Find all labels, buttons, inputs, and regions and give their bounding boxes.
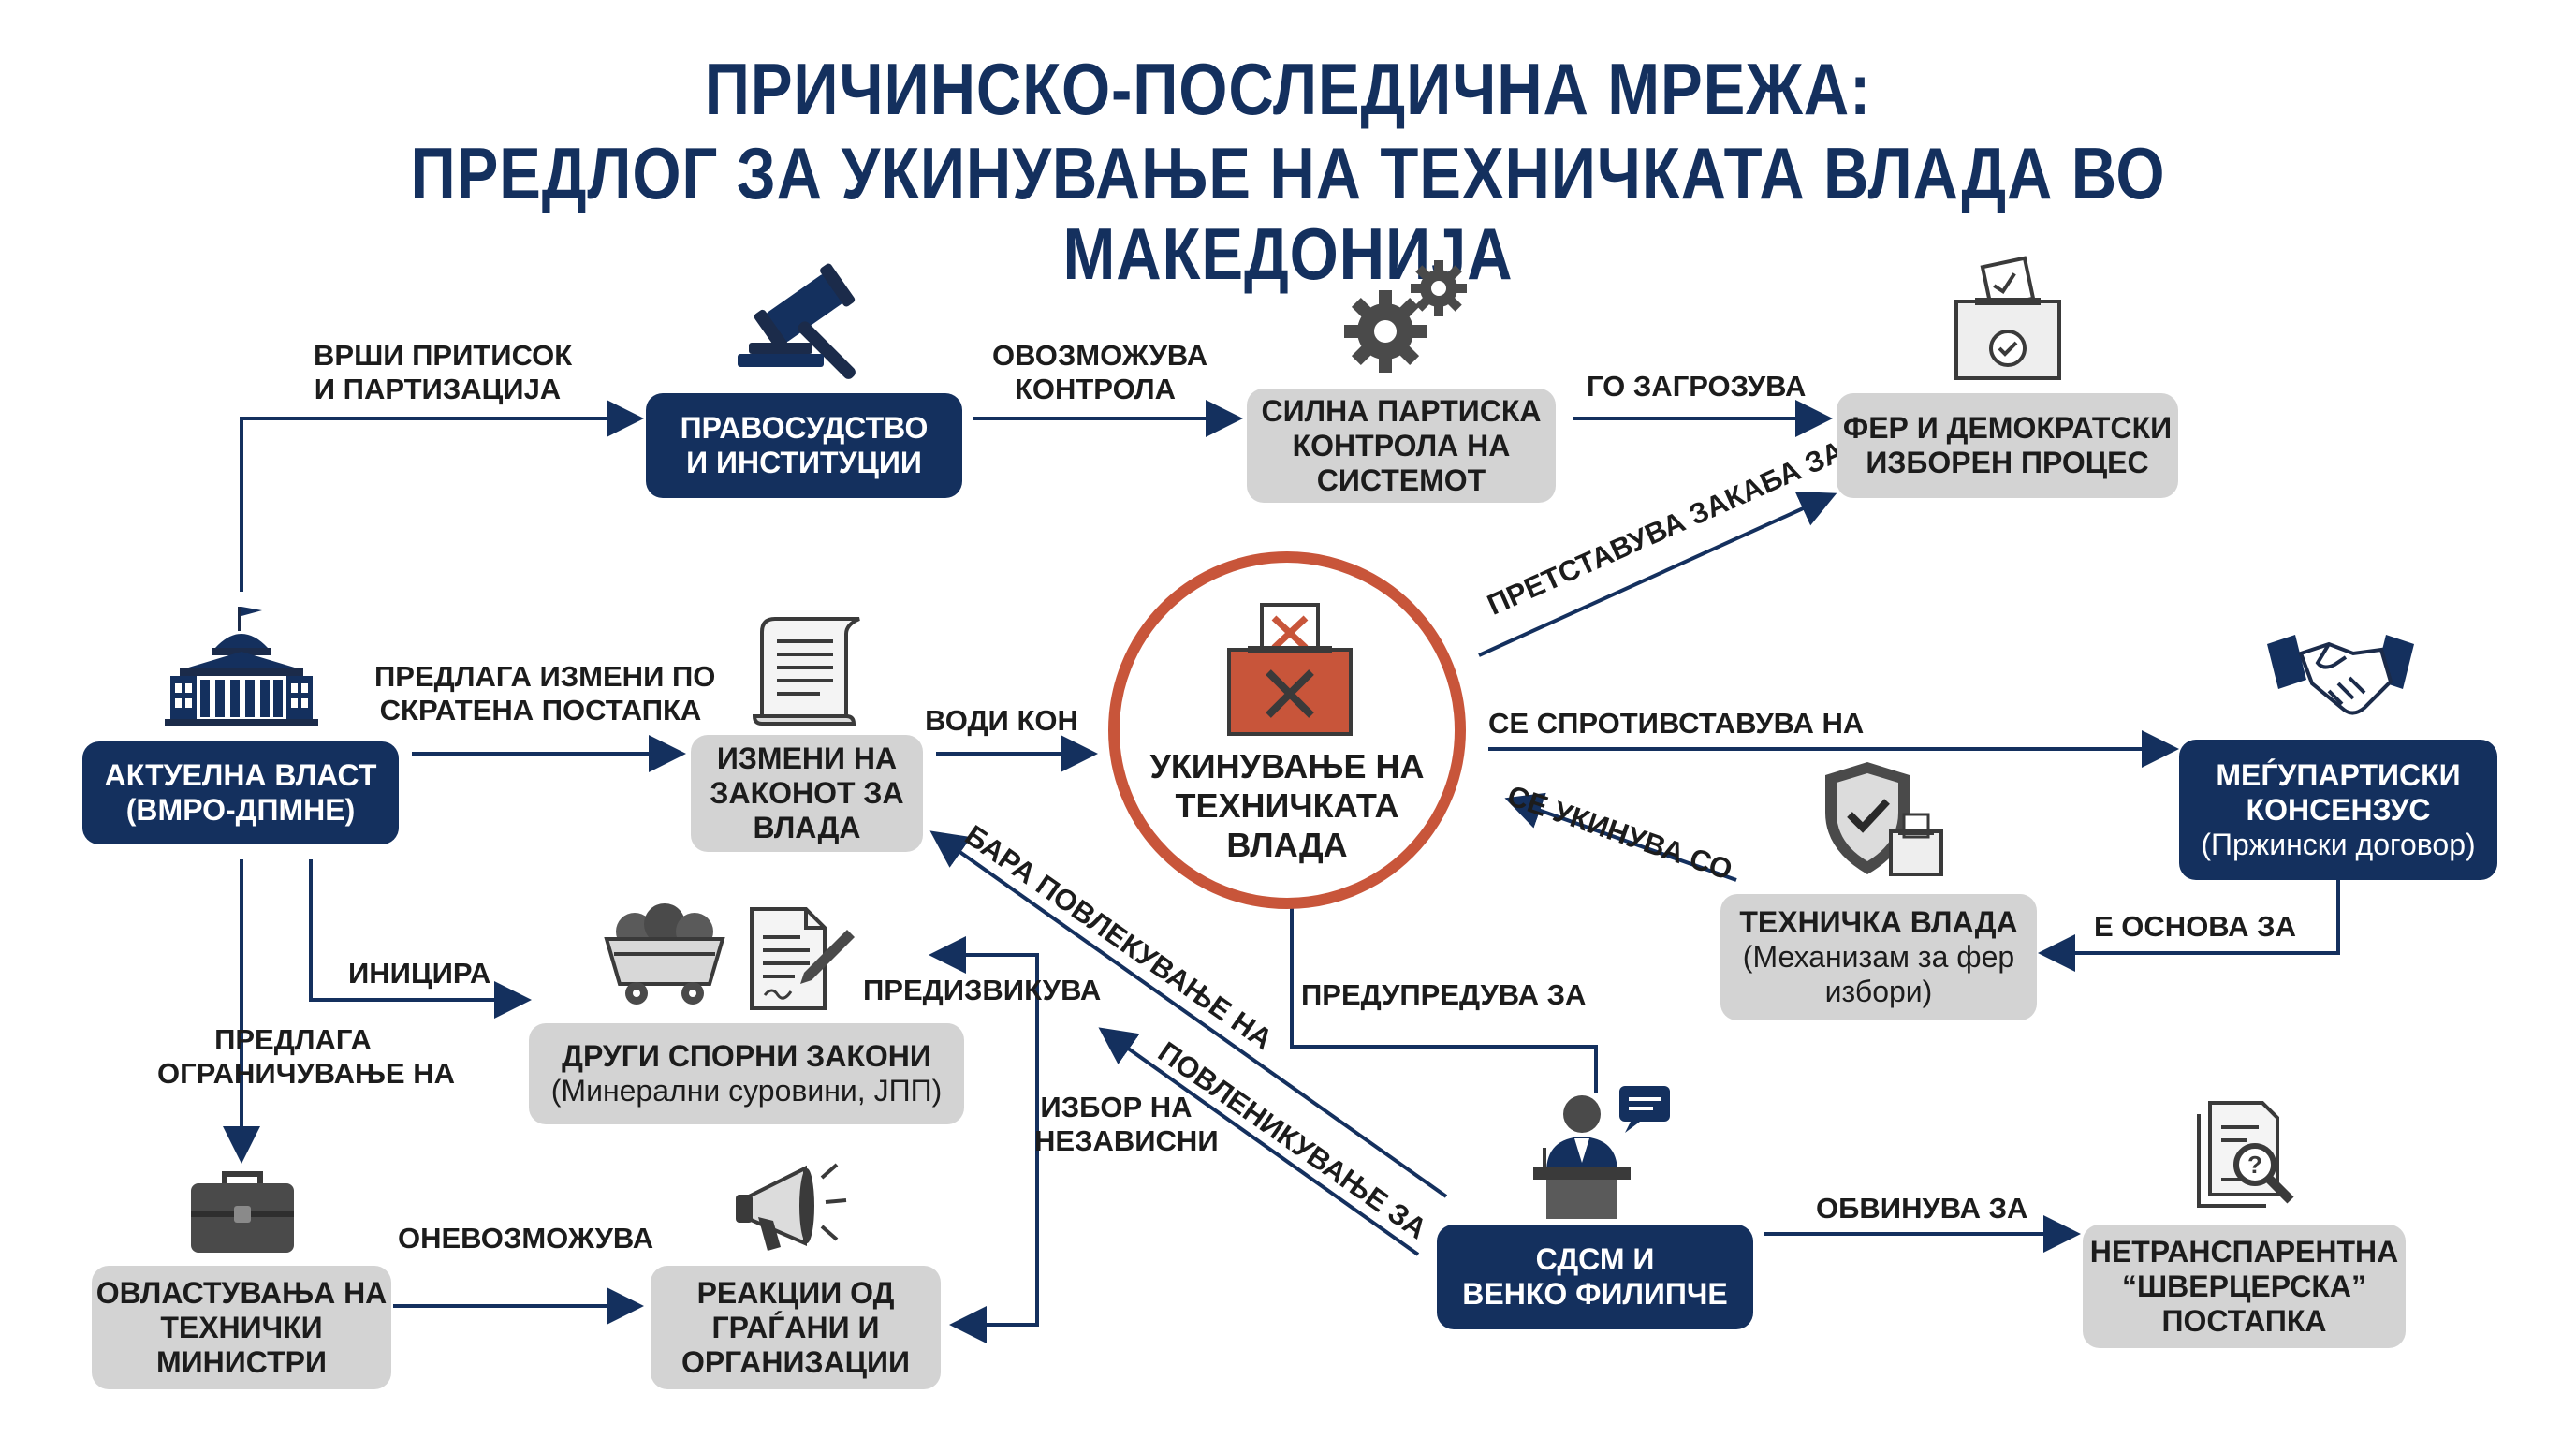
svg-text:?: ? xyxy=(2247,1151,2262,1179)
handshake-icon xyxy=(2267,635,2414,715)
edge-e-osnova-za xyxy=(2038,875,2340,972)
label-se-sprotivstavuva: СЕ СПРОТИВСТАВУВА НА xyxy=(1488,707,1865,740)
label-obvinuva-za: ОБВИНУВА ЗА xyxy=(1816,1192,2028,1225)
node-netransparentna-postapka[interactable]: НЕТРАНСПАРЕНТНА“ШВЕРЦЕРСКА”ПОСТАПКА xyxy=(2083,1225,2406,1348)
document-scroll-icon xyxy=(752,617,860,726)
speaker-podium-icon xyxy=(1533,1086,1670,1219)
edge-predupreduva xyxy=(1273,865,1598,1093)
label-e-osnova-za: Е ОСНОВА ЗА xyxy=(2094,910,2296,943)
megaphone-icon xyxy=(736,1163,847,1251)
label-onevozmozuva: ОНЕВОЗМОЖУВА xyxy=(398,1222,654,1255)
briefcase-icon xyxy=(191,1171,294,1253)
edge-bara-povlekuvanje xyxy=(929,830,1448,1198)
document-pen-icon xyxy=(750,907,855,1010)
gears-icon xyxy=(1344,260,1467,373)
edge-inicira xyxy=(309,859,532,1019)
node-aktuelna-vlast[interactable]: АКТУЕЛНА ВЛАСТ(ВМРО-ДПМНЕ) xyxy=(82,741,399,844)
rejected-ballot-icon xyxy=(1227,603,1353,736)
edge-vrshi-pritisok xyxy=(240,400,644,592)
label-go-zagrozuva: ГО ЗАГРОЗУВА xyxy=(1587,370,1807,403)
diagram-title-line-1: ПРИЧИНСКО-ПОСЛЕДИЧНА МРЕЖА: xyxy=(704,48,1872,130)
label-inicira: ИНИЦИРА xyxy=(348,957,491,990)
label-vodi-kon: ВОДИ КОН xyxy=(925,704,1078,737)
edge-pretstavuva-zakaba xyxy=(1478,491,1837,657)
ballot-box-icon xyxy=(1954,256,2061,380)
label-predupreduva: ПРЕДУПРЕДУВА ЗА xyxy=(1301,978,1587,1011)
node-drugi-sporni-zakoni[interactable]: ДРУГИ СПОРНИ ЗАКОНИ(Минерални суровини, … xyxy=(529,1023,964,1124)
edge-povlenikuvanje xyxy=(1098,1027,1420,1256)
document-search-icon: ? xyxy=(2197,1101,2294,1208)
government-building-icon xyxy=(165,607,318,726)
mine-cart-icon xyxy=(604,903,725,1005)
diagram-title-line-2: ПРЕДЛОГ ЗА УКИНУВАЊЕ НА ТЕХНИЧКАТА ВЛАДА… xyxy=(410,132,2166,295)
shield-ballot-icon xyxy=(1825,762,1943,876)
edge-izbor-nezavisni xyxy=(949,1016,1039,1343)
edge-se-ukinuva-so xyxy=(1504,792,1737,882)
label-predizvikuva: ПРЕДИЗВИКУВА xyxy=(863,974,1102,1006)
gavel-icon xyxy=(738,263,856,379)
edge-predizvikuva xyxy=(929,936,1039,1016)
